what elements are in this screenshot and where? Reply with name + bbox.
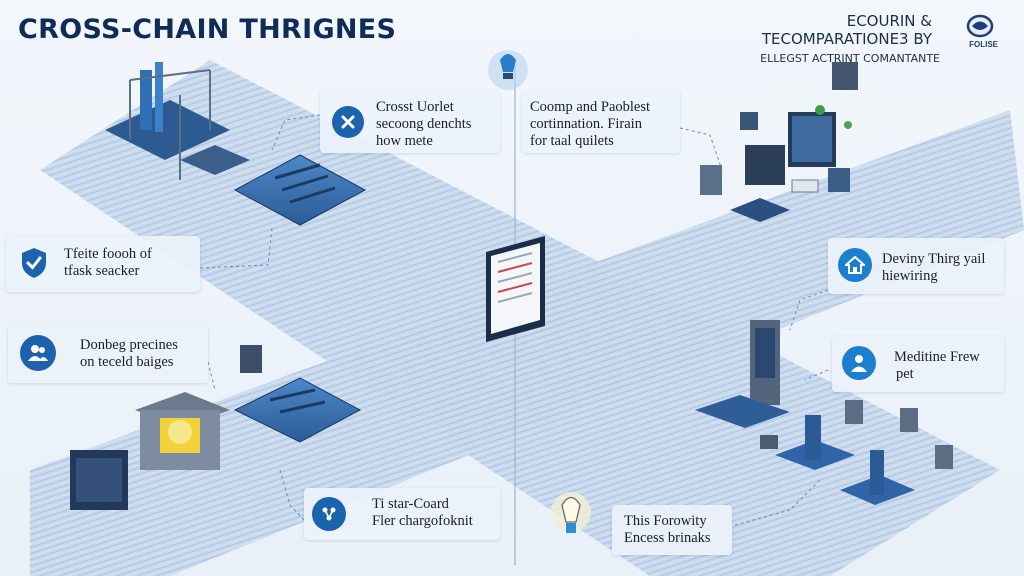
card-text-line: Coomp and Paoblest bbox=[530, 99, 651, 115]
home-icon bbox=[838, 248, 872, 282]
card-text-line: cortinnation. Firain bbox=[530, 116, 642, 132]
network-icon bbox=[312, 497, 346, 531]
shield-check-icon bbox=[16, 244, 52, 282]
brand-block: ECOURIN & TECOMPARATIONE3 BY ELLEGST ACT… bbox=[702, 12, 1002, 65]
lightbulb-top-icon bbox=[488, 50, 528, 90]
card-text-line: Donbeg precines bbox=[80, 337, 178, 353]
card-text-line: how mete bbox=[376, 133, 433, 149]
card-text-line: Deviny Thirg yail bbox=[882, 251, 986, 267]
brand-line-1: ECOURIN & TECOMPARATIONE3 BY bbox=[761, 12, 932, 48]
callout-card-left-low: Donbeg precines on teceld baiges bbox=[8, 325, 208, 383]
printer-machine bbox=[70, 345, 262, 510]
workstation-cluster bbox=[700, 62, 858, 222]
card-text-line: This Forowity bbox=[624, 513, 707, 529]
card-text-line: tfask seacker bbox=[64, 263, 140, 279]
card-text-line: Ti star-Coard bbox=[372, 496, 449, 512]
page-title: CROSS-CHAIN THRIGNES bbox=[18, 14, 397, 45]
card-text-line: Meditine Frew bbox=[894, 349, 980, 365]
callout-card-right-mid: Deviny Thirg yail hiewiring bbox=[828, 238, 1004, 294]
lightbulb-bottom-icon bbox=[551, 492, 591, 533]
card-text-line: Crosst Uorlet bbox=[376, 99, 454, 115]
brand-logo-text: FOLISE bbox=[969, 40, 998, 49]
control-panel-bottom bbox=[233, 377, 362, 443]
connector-lines bbox=[199, 114, 829, 526]
callout-card-bottom-right: This Forowity Encess brinaks bbox=[612, 505, 732, 555]
card-text-line: Fler chargofoknit bbox=[372, 513, 473, 529]
card-text-line: Encess brinaks bbox=[624, 530, 711, 546]
brand-logo-icon bbox=[966, 14, 994, 38]
server-rack-machine bbox=[105, 62, 250, 180]
brand-line-2: ELLEGST ACTRINT COMANTANTE bbox=[760, 52, 940, 65]
platform-band-2 bbox=[30, 110, 1024, 576]
card-text-line: for taal quilets bbox=[530, 133, 614, 149]
document-icon bbox=[486, 236, 545, 342]
card-text-line: pet bbox=[896, 366, 914, 382]
card-text-line: Tfeite foooh of bbox=[64, 246, 152, 262]
callout-card-bottom-center: Ti star-Coard Fler chargofoknit bbox=[304, 488, 500, 540]
person-icon bbox=[842, 346, 876, 380]
card-text-line: on teceld baiges bbox=[80, 354, 174, 370]
control-panel-top bbox=[233, 154, 367, 226]
tower-machine bbox=[695, 320, 953, 505]
callout-card-top-right: Coomp and Paoblest cortinnation. Firain … bbox=[522, 91, 680, 153]
callout-card-top-center: Crosst Uorlet secoong denchts how mete bbox=[320, 91, 500, 153]
card-text-line: secoong denchts bbox=[376, 116, 472, 132]
callout-card-left-mid: Tfeite foooh of tfask seacker bbox=[6, 236, 200, 292]
close-icon bbox=[332, 106, 364, 138]
card-text-line: hiewiring bbox=[882, 268, 938, 284]
users-icon bbox=[20, 335, 56, 371]
callout-card-right-low: Meditine Frew pet bbox=[832, 336, 1004, 392]
